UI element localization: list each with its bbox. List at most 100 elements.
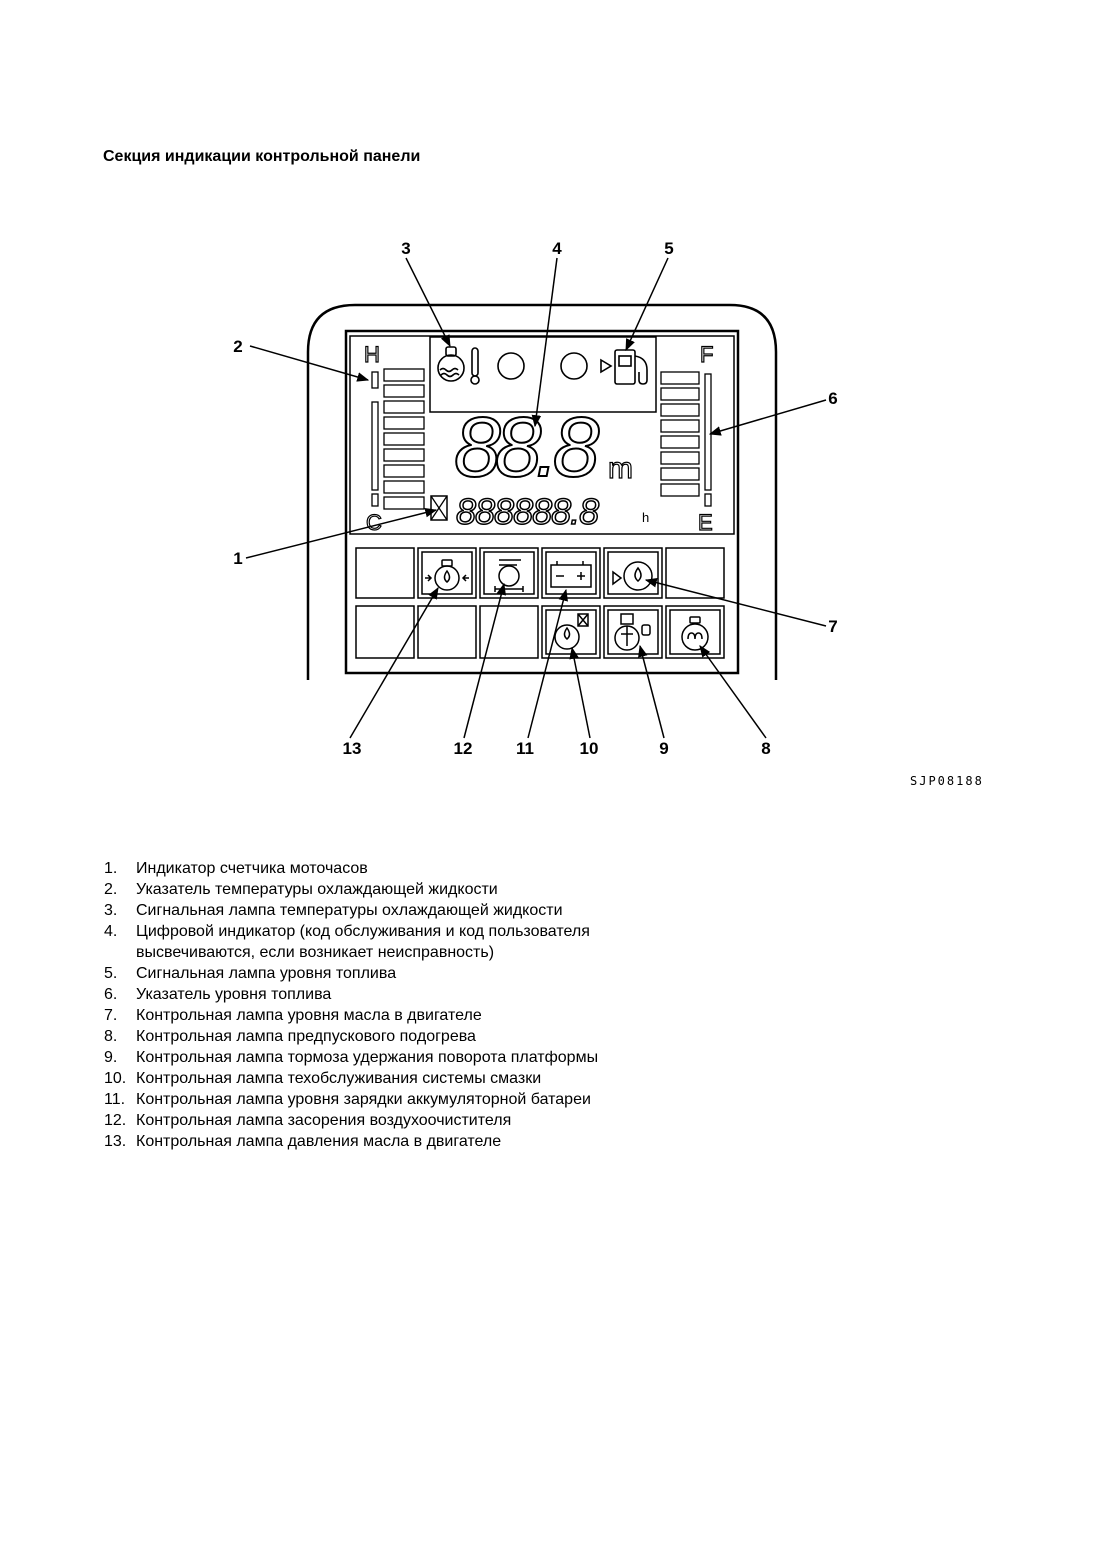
temp-gauge-segment <box>383 480 425 494</box>
callout-3: 3 <box>401 239 410 258</box>
callout-5: 5 <box>664 239 673 258</box>
legend-number: 10. <box>104 1070 127 1087</box>
legend-item: 9. Контрольная лампа тормоза удержания по… <box>104 1047 624 1068</box>
legend-item: 13. Контрольная лампа давления масла в дв… <box>104 1131 624 1152</box>
legend-number: 13. <box>104 1133 127 1150</box>
legend-item: 5. Сигнальная лампа уровня топлива <box>104 963 624 984</box>
legend-item: 11. Контрольная лампа уровня зарядки акку… <box>104 1089 624 1110</box>
legend-item: 7. Контрольная лампа уровня масла в двига… <box>104 1005 624 1026</box>
hour-readout-unit: h <box>642 510 649 525</box>
main-readout-unit: m <box>608 452 633 485</box>
callout-13: 13 <box>343 739 362 758</box>
warning-lamp-window <box>429 336 657 413</box>
legend-text: Контрольная лампа предпускового подогрев… <box>136 1028 476 1045</box>
legend-number: 8. <box>104 1028 118 1045</box>
fuel-gauge-segment <box>660 483 700 497</box>
legend-number: 3. <box>104 902 118 919</box>
fuel-gauge-segment <box>660 451 700 465</box>
callout-6: 6 <box>828 389 837 408</box>
callout-9: 9 <box>659 739 668 758</box>
fuel-gauge-segment <box>660 387 700 401</box>
fuel-pump-icon <box>600 349 648 385</box>
temp-hot-mark: H <box>364 342 380 367</box>
legend-text: Сигнальная лампа уровня топлива <box>136 965 397 982</box>
legend-number: 9. <box>104 1049 118 1066</box>
legend-text: Сигнальная лампа температуры охлаждающей… <box>136 902 563 919</box>
legend-number: 12. <box>104 1112 127 1129</box>
legend-text: Цифровой индикатор (код обслуживания и к… <box>136 923 590 961</box>
temp-scale-bar <box>371 371 379 389</box>
legend-text: Контрольная лампа тормоза удержания пово… <box>136 1049 599 1066</box>
callout-7: 7 <box>828 617 837 636</box>
fuel-level-gauge: F E <box>660 341 714 536</box>
fuel-gauge-segment <box>660 403 700 417</box>
callout-2: 2 <box>233 337 242 356</box>
temp-gauge-segment <box>383 416 425 430</box>
coolant-temperature-gauge: H C <box>363 341 425 536</box>
legend-item: 1. Индикатор счетчика моточасов <box>104 858 624 879</box>
legend-text: Контрольная лампа давления масла в двига… <box>136 1133 502 1150</box>
legend-text: Индикатор счетчика моточасов <box>136 860 368 877</box>
display-outer-frame <box>344 329 740 675</box>
engine-oil-level-icon <box>612 561 653 591</box>
temp-gauge-segment <box>383 384 425 398</box>
legend-item: 12.Контрольная лампа засорения воздухооч… <box>104 1110 624 1131</box>
monitor-housing <box>306 303 778 680</box>
legend-number: 6. <box>104 986 118 1003</box>
legend-text: Контрольная лампа техобслуживания систем… <box>136 1070 542 1087</box>
legend-item: 10. Контрольная лампа техобслуживания сис… <box>104 1068 624 1089</box>
legend-text: Указатель уровня топлива <box>136 986 332 1003</box>
temp-gauge-segment <box>383 464 425 478</box>
main-readout-digits: 88.8 <box>454 400 600 494</box>
fuel-gauge-segment <box>660 419 700 433</box>
temp-gauge-segment <box>383 368 425 382</box>
fuel-scale-bar <box>704 373 712 491</box>
hour-meter-indicator-icon <box>430 495 448 521</box>
legend-number: 5. <box>104 965 118 982</box>
hour-readout-digits: 888888.8 <box>456 491 599 532</box>
legend-number: 1. <box>104 860 118 877</box>
legend-number: 7. <box>104 1007 118 1024</box>
legend-item: 8. Контрольная лампа предпускового подогр… <box>104 1026 624 1047</box>
legend-text: Контрольная лампа уровня зарядки аккумул… <box>136 1091 591 1108</box>
temp-scale-bar <box>371 493 379 507</box>
callout-10: 10 <box>580 739 599 758</box>
temp-gauge-segment <box>383 400 425 414</box>
battery-charge-icon <box>550 561 592 588</box>
preheat-icon <box>681 616 709 651</box>
swing-brake-icon <box>614 613 651 651</box>
fuel-full-mark: F <box>700 342 713 367</box>
legend-number: 2. <box>104 881 118 898</box>
legend-number: 11. <box>104 1091 126 1108</box>
indicator-lamp-blank <box>560 352 588 380</box>
legend-item: 2. Указатель температуры охлаждающей жидк… <box>104 879 624 900</box>
temp-cold-mark: C <box>366 510 382 535</box>
callout-4: 4 <box>552 239 562 258</box>
callout-1: 1 <box>233 549 242 568</box>
air-cleaner-icon <box>494 559 524 592</box>
fuel-scale-bar <box>704 493 712 507</box>
legend-text: Указатель температуры охлаждающей жидкос… <box>136 881 498 898</box>
lamp-grid <box>355 547 725 659</box>
hour-meter: 888888.8 h <box>430 490 649 533</box>
fuel-gauge-segment <box>660 371 700 385</box>
legend-number: 4. <box>104 923 118 940</box>
callout-8: 8 <box>761 739 770 758</box>
figure-code: SJP08188 <box>910 774 984 788</box>
temp-gauge-segment <box>383 496 425 510</box>
legend-item: 6. Указатель уровня топлива <box>104 984 624 1005</box>
monitor-panel-diagram: H C F E <box>233 239 837 758</box>
fuel-gauge-segment <box>660 467 700 481</box>
legend-item: 4. Цифровой индикатор (код обслуживания и… <box>104 921 624 963</box>
temp-scale-bar <box>371 401 379 491</box>
callout-numbers: 1 2 3 4 5 6 7 8 9 10 11 12 13 <box>233 239 837 758</box>
legend-text: Контрольная лампа уровня масла в двигате… <box>136 1007 482 1024</box>
callout-11: 11 <box>516 739 534 758</box>
fuel-empty-mark: E <box>698 510 713 535</box>
callout-leaders <box>245 257 827 739</box>
lcd-area-frame <box>349 335 735 535</box>
lubrication-maintenance-icon <box>554 613 589 650</box>
callout-12: 12 <box>454 739 473 758</box>
indicator-lamp-blank <box>497 352 525 380</box>
legend-list: 1. Индикатор счетчика моточасов 2. Указате… <box>104 858 624 1152</box>
